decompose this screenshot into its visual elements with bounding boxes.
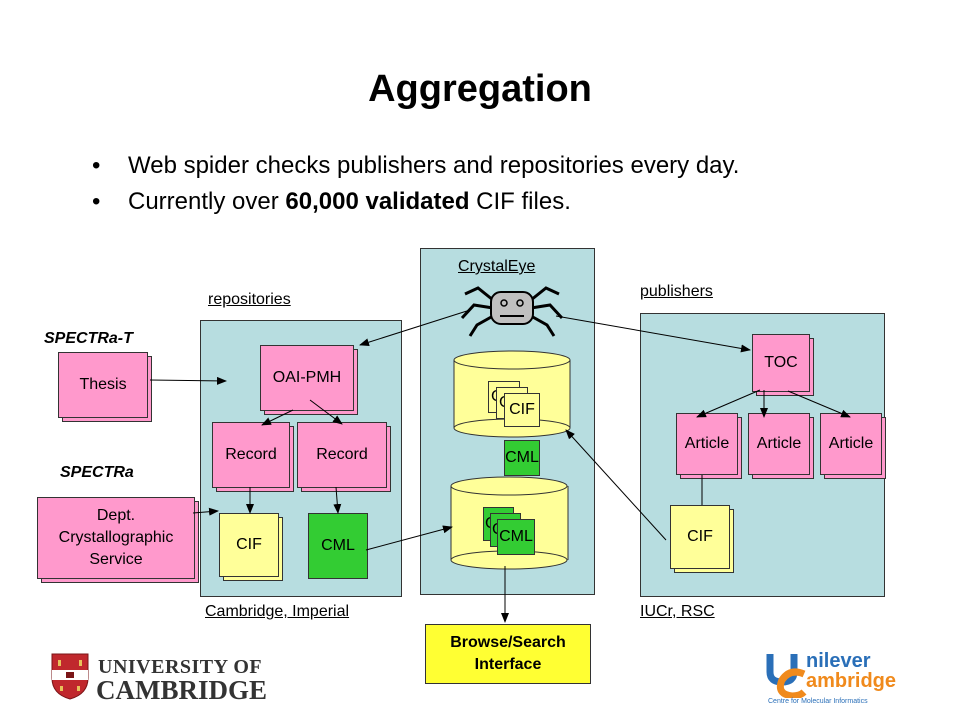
unilever-cambridge-mark-icon <box>766 650 808 700</box>
cambridge-logo-line2: CAMBRIDGE <box>96 675 268 705</box>
article-node: Article <box>820 413 882 475</box>
record-node: Record <box>212 422 290 488</box>
cif-card-front: CIF <box>504 393 540 427</box>
unilever-logo-line2: ambridge <box>806 670 897 692</box>
spectra-label: SPECTRa <box>60 464 134 481</box>
dept-node: Dept. Crystallographic Service <box>37 497 195 579</box>
spider-icon <box>460 286 564 337</box>
bullet-item: Currently over 60,000 validated CIF file… <box>92 184 739 220</box>
bullet-list: Web spider checks publishers and reposit… <box>92 148 739 220</box>
cml-file-node: CML <box>308 513 368 579</box>
slide-title: Aggregation <box>368 68 592 110</box>
cambridge-imperial-label: Cambridge, Imperial <box>205 603 350 620</box>
spectra-t-label: SPECTRa-T <box>44 330 133 347</box>
oai-pmh-node: OAI-PMH <box>260 345 354 411</box>
crystaleye-label: CrystalEye <box>458 258 536 275</box>
toc-node: TOC <box>752 334 810 392</box>
unilever-logo-line1: nilever <box>806 650 871 672</box>
unilever-logo-subtitle: Centre for Molecular Informatics <box>768 698 868 705</box>
cml-file-node: CML <box>504 440 540 476</box>
cambridge-crest-icon <box>50 652 90 700</box>
record-node: Record <box>297 422 387 488</box>
article-node: Article <box>748 413 810 475</box>
publishers-label: publishers <box>640 283 713 300</box>
cambridge-logo-line1: UNIVERSITY OF <box>98 656 263 678</box>
thesis-node: Thesis <box>58 352 148 418</box>
repositories-label: repositories <box>208 291 291 308</box>
article-node: Article <box>676 413 738 475</box>
cml-card-front: CML <box>497 519 535 555</box>
cif-file-node: CIF <box>670 505 730 569</box>
iucr-rsc-label: IUCr, RSC <box>640 603 715 620</box>
browse-search-interface: Browse/Search Interface <box>425 624 591 684</box>
bullet-item: Web spider checks publishers and reposit… <box>92 148 739 184</box>
